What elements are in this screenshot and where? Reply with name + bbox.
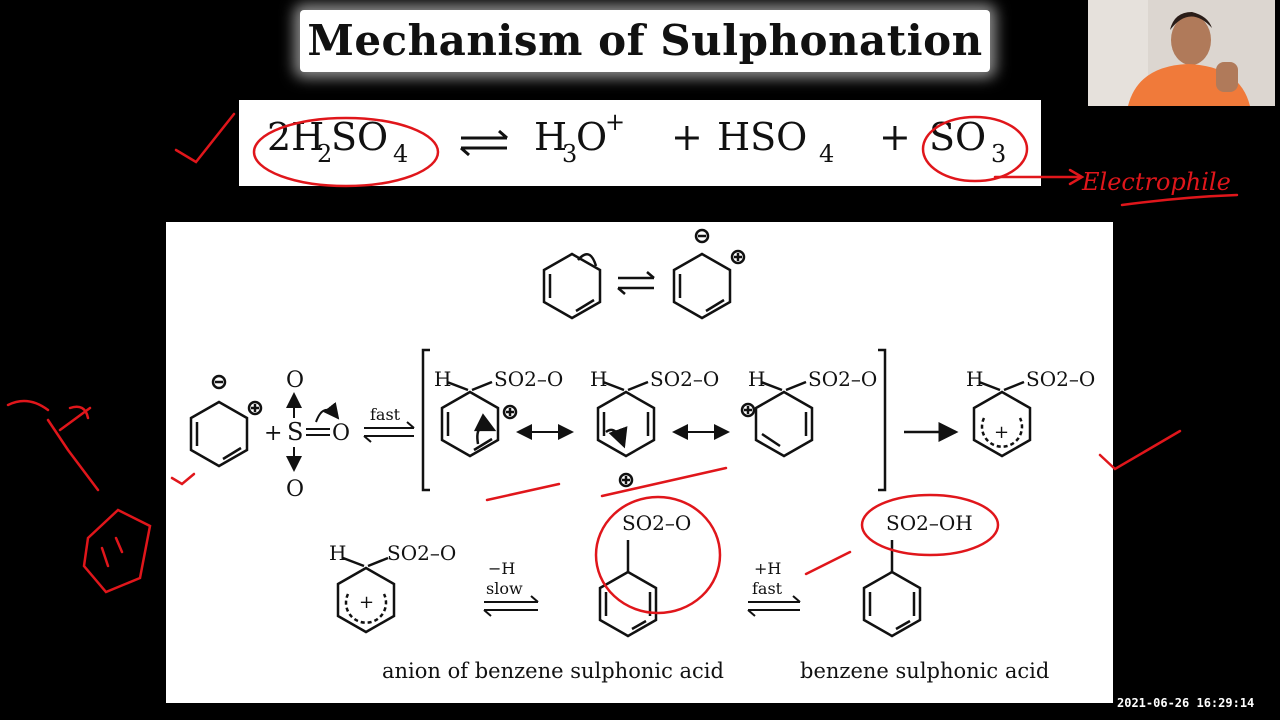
reactant-2h2so4: 2H 2 SO 4: [267, 115, 408, 168]
so2oh-label: SO2–OH: [886, 511, 973, 535]
h-label: H: [590, 367, 607, 391]
label-minus-h: −H: [488, 559, 515, 578]
title-banner: Mechanism of Sulphonation: [300, 10, 990, 72]
electrophile-annotation: Electrophile: [1081, 168, 1231, 196]
acid-caption: benzene sulphonic acid: [800, 659, 1049, 683]
label-plus-h: +H: [754, 559, 781, 578]
so2o-label: SO2–O: [387, 541, 456, 565]
plus-sign: +: [671, 115, 703, 159]
h-label: H: [434, 367, 451, 391]
so3-o-bottom: O: [286, 477, 304, 502]
benzenesulphonic-acid: SO2–OH benzene sulphonic acid: [800, 511, 1049, 683]
webcam-thumbnail: [1088, 0, 1275, 106]
equilibrium-equation: 2H 2 SO 4 H 3 O + + HSO 4: [267, 108, 1006, 168]
so2o-label: SO2–O: [808, 367, 877, 391]
svg-text:3: 3: [991, 140, 1006, 168]
product-hso4: HSO 4: [717, 115, 834, 168]
sigma-complex-3: H SO2–O: [740, 367, 877, 458]
mechanism-panel: + S O O O fast: [166, 222, 1113, 703]
svg-text:3: 3: [562, 140, 577, 168]
benzene-resonance-top: [542, 228, 746, 320]
sigma-complex-1: H SO2–O: [434, 367, 563, 458]
hybrid-plus: +: [359, 592, 374, 613]
so3-sketch: [6, 399, 100, 492]
label-slow: slow: [486, 579, 523, 598]
h-label: H: [748, 367, 765, 391]
equilibrium-equation-box: 2H 2 SO 4 H 3 O + + HSO 4: [239, 100, 1041, 186]
equilibrium-arrow: [460, 129, 508, 157]
sigma-complex-2: H SO2–O: [590, 367, 719, 488]
sulphur-trioxide: S O O O: [286, 368, 350, 502]
label-fast: fast: [370, 405, 401, 424]
so2o-label: SO2–O: [622, 511, 691, 535]
checkmark-left: [174, 112, 236, 164]
mechanism-diagram: + S O O O fast: [189, 228, 1095, 683]
anion-caption: anion of benzene sulphonic acid: [382, 659, 724, 683]
svg-text:4: 4: [393, 140, 408, 168]
hybrid-intermediate-bottom: + H SO2–O: [329, 541, 456, 634]
so2o-label: SO2–O: [650, 367, 719, 391]
fast-equilibrium-arrow: [363, 421, 415, 443]
recording-timestamp: 2021-06-26 16:29:14: [1117, 696, 1255, 710]
so3-s: S: [287, 418, 303, 446]
svg-text:SO: SO: [929, 115, 986, 159]
svg-text:+: +: [605, 108, 625, 136]
plus-sign-2: +: [879, 115, 911, 159]
svg-text:4: 4: [819, 140, 834, 168]
svg-text:O: O: [576, 115, 607, 159]
svg-text:H: H: [534, 115, 567, 159]
so3-o-right: O: [332, 421, 350, 446]
h-label: H: [966, 367, 983, 391]
svg-text:SO: SO: [331, 115, 388, 159]
svg-text:2H: 2H: [267, 115, 324, 159]
svg-text:HSO: HSO: [717, 115, 807, 159]
so3-o-top: O: [286, 368, 304, 393]
label-fast-2: fast: [752, 579, 783, 598]
product-so3: SO 3: [929, 115, 1006, 168]
resonance-hybrid: + H SO2–O: [966, 367, 1095, 458]
benzenesulphonate-anion: SO2–O anion of benzene sulphonic acid: [382, 511, 724, 683]
slow-equilibrium-arrow: [483, 595, 539, 617]
fast-equilibrium-arrow-2: [747, 595, 801, 617]
h-label: H: [329, 541, 346, 565]
so2o-label: SO2–O: [494, 367, 563, 391]
product-h3o: H 3 O +: [534, 108, 625, 168]
presenter-avatar: [1088, 0, 1275, 106]
hybrid-plus: +: [994, 422, 1009, 443]
dipolar-benzene-reactant: [189, 374, 263, 468]
slide-title: Mechanism of Sulphonation: [307, 16, 983, 65]
svg-text:2: 2: [317, 140, 332, 168]
resonance-bracket: [421, 348, 887, 492]
hexagon-sketch: [82, 508, 152, 594]
plus-reactant: +: [264, 421, 282, 446]
so2o-label: SO2–O: [1026, 367, 1095, 391]
